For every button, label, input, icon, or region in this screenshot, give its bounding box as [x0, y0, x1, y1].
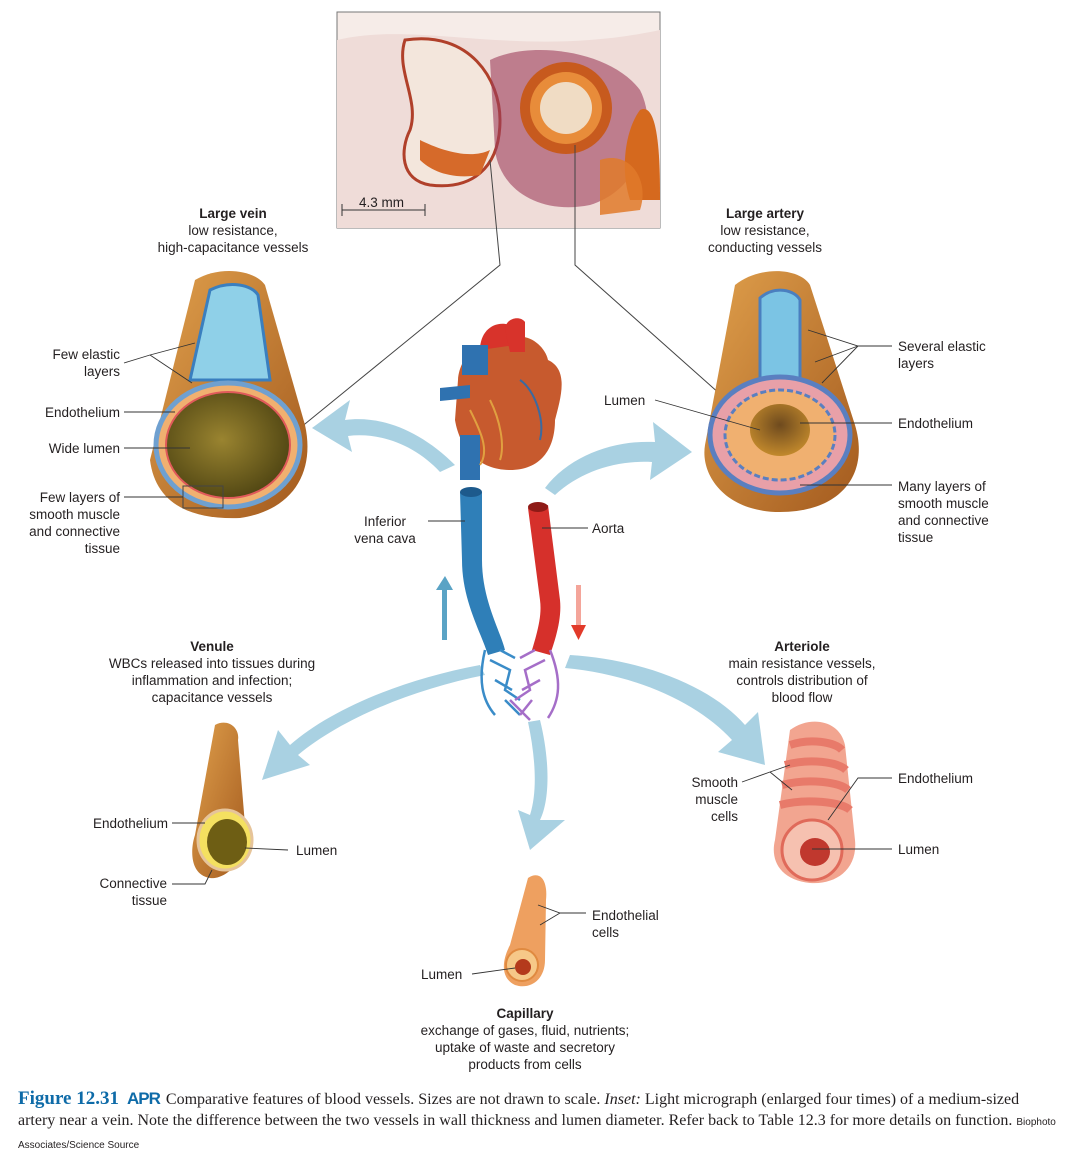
aorta-label: Aorta: [592, 521, 625, 536]
venule-caption: Venule WBCs released into tissues during…: [92, 638, 332, 706]
vein-endothelium-label: Endothelium: [44, 405, 120, 420]
vein-few-layers-line-3: and connective: [29, 524, 120, 539]
heart-illustration: [440, 318, 562, 480]
venule-connective-line-2: tissue: [131, 893, 167, 908]
venule-subtitle-2: inflammation and infection;: [131, 673, 293, 688]
micrograph-inset: [299, 11, 776, 444]
capillary-title: Capillary: [496, 1006, 554, 1021]
figure-number: Figure 12.31: [18, 1088, 119, 1109]
ivc-line-2: vena cava: [354, 531, 416, 546]
large-vein-title: Large vein: [199, 206, 267, 221]
venule-lumen-label: Lumen: [296, 843, 338, 858]
ivc-line-1: Inferior: [363, 514, 407, 529]
venule-connective-label: Connective tissue: [60, 875, 167, 909]
artery-several-elastic-line-2: layers: [898, 356, 935, 371]
vein-few-layers-line-1: Few layers of: [39, 490, 120, 505]
vein-few-layers-line-2: smooth muscle: [29, 507, 120, 522]
venule-subtitle-3: capacitance vessels: [151, 690, 273, 705]
caption-credit: Biophoto Associates/Science Source: [18, 1117, 1056, 1151]
artery-lumen-label: Lumen: [604, 393, 646, 408]
leader-lines: [123, 329, 892, 975]
artery-several-elastic-label: Several elastic layers: [898, 338, 986, 372]
large-artery-illustration: [704, 271, 859, 512]
arteriole-subtitle-2: controls distribution of: [736, 673, 868, 688]
large-vein-subtitle-2: high-capacitance vessels: [157, 240, 309, 255]
arteriole-lumen-label: Lumen: [898, 842, 940, 857]
large-vein-subtitle-1: low resistance,: [188, 223, 278, 238]
arteriole-smooth-muscle-label: Smooth muscle cells: [660, 774, 738, 825]
artery-many-layers-line-1: Many layers of: [898, 479, 986, 494]
caption-text-1: Comparative features of blood vessels. S…: [165, 1091, 601, 1108]
vein-wide-lumen-label: Wide lumen: [48, 441, 120, 456]
arteriole-smooth-line-3: cells: [710, 809, 738, 824]
large-artery-caption: Large artery low resistance, conducting …: [690, 205, 840, 256]
micrograph-scale-label: 4.3 mm: [359, 195, 405, 210]
capillary-endothelial-line-1: Endothelial: [592, 908, 659, 923]
large-artery-subtitle-1: low resistance,: [720, 223, 810, 238]
capillary-subtitle-1: exchange of gases, fluid, nutrients;: [420, 1023, 630, 1038]
artery-endothelium-label: Endothelium: [898, 416, 974, 431]
venule-illustration: [192, 722, 254, 879]
capillary-caption: Capillary exchange of gases, fluid, nutr…: [392, 1005, 658, 1073]
arteriole-smooth-line-2: muscle: [695, 792, 738, 807]
artery-many-layers-line-3: and connective: [898, 513, 989, 528]
large-vein-caption: Large vein low resistance, high-capacita…: [148, 205, 318, 256]
artery-many-layers-line-4: tissue: [898, 530, 934, 545]
venule-subtitle-1: WBCs released into tissues during: [108, 656, 316, 671]
large-vein-illustration: [150, 270, 308, 519]
capillary-illustration: [503, 875, 547, 987]
artery-several-elastic-line-1: Several elastic: [898, 339, 986, 354]
large-artery-subtitle-2: conducting vessels: [707, 240, 823, 255]
arteriole-subtitle-3: blood flow: [771, 690, 833, 705]
arteriole-subtitle-1: main resistance vessels,: [728, 656, 876, 671]
arteriole-caption: Arteriole main resistance vessels, contr…: [712, 638, 892, 706]
artery-many-layers-line-2: smooth muscle: [898, 496, 989, 511]
capillary-subtitle-2: uptake of waste and secretory: [434, 1040, 616, 1055]
capillary-subtitle-3: products from cells: [468, 1057, 582, 1072]
caption-inset-label: Inset:: [604, 1091, 641, 1108]
caption-text-2: Light micrograph (enlarged four times) o…: [18, 1091, 1020, 1129]
vena-cava-tube: [460, 487, 505, 655]
vein-few-elastic-line-1: Few elastic: [52, 347, 120, 362]
arteriole-illustration: [773, 721, 856, 884]
venule-title: Venule: [190, 639, 234, 654]
venule-connective-line-1: Connective: [99, 876, 167, 891]
large-artery-title: Large artery: [725, 206, 805, 221]
aorta-tube: [528, 502, 561, 655]
arteriole-smooth-line-1: Smooth: [691, 775, 738, 790]
arteriole-endothelium-label: Endothelium: [898, 771, 974, 786]
artery-many-layers-label: Many layers of smooth muscle and connect…: [898, 478, 989, 546]
flow-arrows: [262, 400, 765, 850]
capillary-lumen-label: Lumen: [421, 967, 463, 982]
apr-icon: APR: [126, 1089, 161, 1108]
arteriole-title: Arteriole: [774, 639, 830, 654]
vein-few-elastic-line-2: layers: [83, 364, 120, 379]
red-flow-arrow: [571, 585, 586, 640]
capillary-endothelial-line-2: cells: [592, 925, 620, 940]
vein-few-layers-label: Few layers of smooth muscle and connecti…: [10, 489, 120, 557]
capillary-endothelial-label: Endothelial cells: [592, 907, 659, 941]
vein-few-elastic-label: Few elastic layers: [20, 346, 120, 380]
venule-endothelium-label: Endothelium: [92, 816, 168, 831]
vein-few-layers-line-4: tissue: [84, 541, 120, 556]
inferior-vena-cava-label: Inferior vena cava: [345, 513, 425, 547]
capillary-bed: [480, 648, 560, 721]
